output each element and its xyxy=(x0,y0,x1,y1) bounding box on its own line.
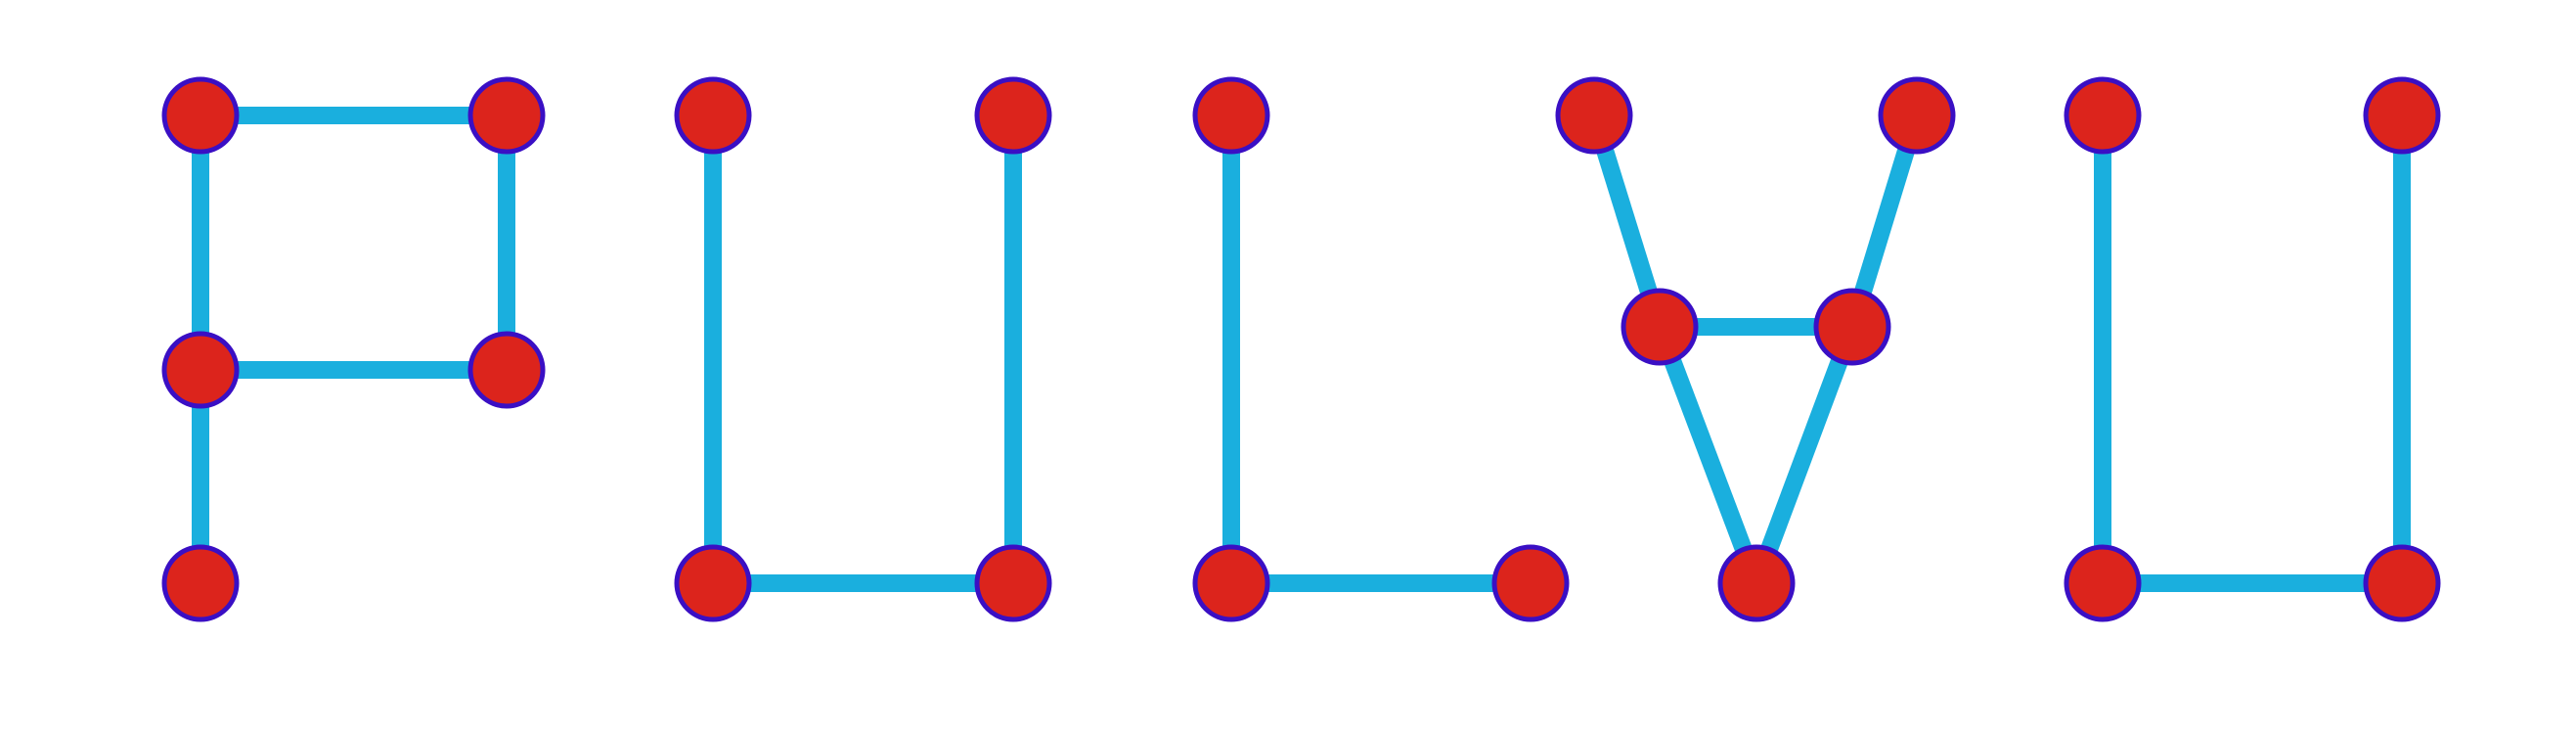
glyph-5-edges xyxy=(2094,115,2411,592)
glyph-1-edges xyxy=(192,107,515,583)
glyph-2-nodes xyxy=(674,76,1052,622)
node-g2-top-left xyxy=(674,76,752,155)
node-g3-bottom-right xyxy=(1491,544,1570,622)
node-g2-bottom-left xyxy=(674,544,752,622)
node-g1-mid-left xyxy=(161,331,240,409)
node-g2-bottom-right xyxy=(974,544,1052,622)
glyph-5-nodes xyxy=(2064,76,2441,622)
edge-g4-mid-left-to-g4-bottom xyxy=(1651,323,1765,587)
glyph-3-edges xyxy=(1222,115,1531,592)
node-g4-top-left xyxy=(1555,76,1633,155)
node-g4-bottom xyxy=(1717,544,1796,622)
node-g4-top-right xyxy=(1878,76,1956,155)
glyph-1-nodes xyxy=(161,76,546,622)
node-g3-bottom-left xyxy=(1192,544,1270,622)
node-g1-mid-right xyxy=(467,331,546,409)
glyph-2-edges xyxy=(704,115,1022,592)
node-g5-bottom-left xyxy=(2064,544,2142,622)
node-g4-mid-right xyxy=(1813,288,1891,366)
node-g3-top-left xyxy=(1192,76,1270,155)
edge-g4-mid-right-to-g4-bottom xyxy=(1748,323,1861,587)
node-g1-bottom-left xyxy=(161,544,240,622)
node-g4-mid-left xyxy=(1621,288,1699,366)
node-g1-top-left xyxy=(161,76,240,155)
node-g1-top-right xyxy=(467,76,546,155)
node-g5-top-left xyxy=(2064,76,2142,155)
node-g5-bottom-right xyxy=(2363,544,2441,622)
node-g5-top-right xyxy=(2363,76,2441,155)
glyph-3-nodes xyxy=(1192,76,1570,622)
nodes-layer xyxy=(161,76,2441,622)
node-g2-top-right xyxy=(974,76,1052,155)
glyph-4-nodes xyxy=(1555,76,1956,622)
